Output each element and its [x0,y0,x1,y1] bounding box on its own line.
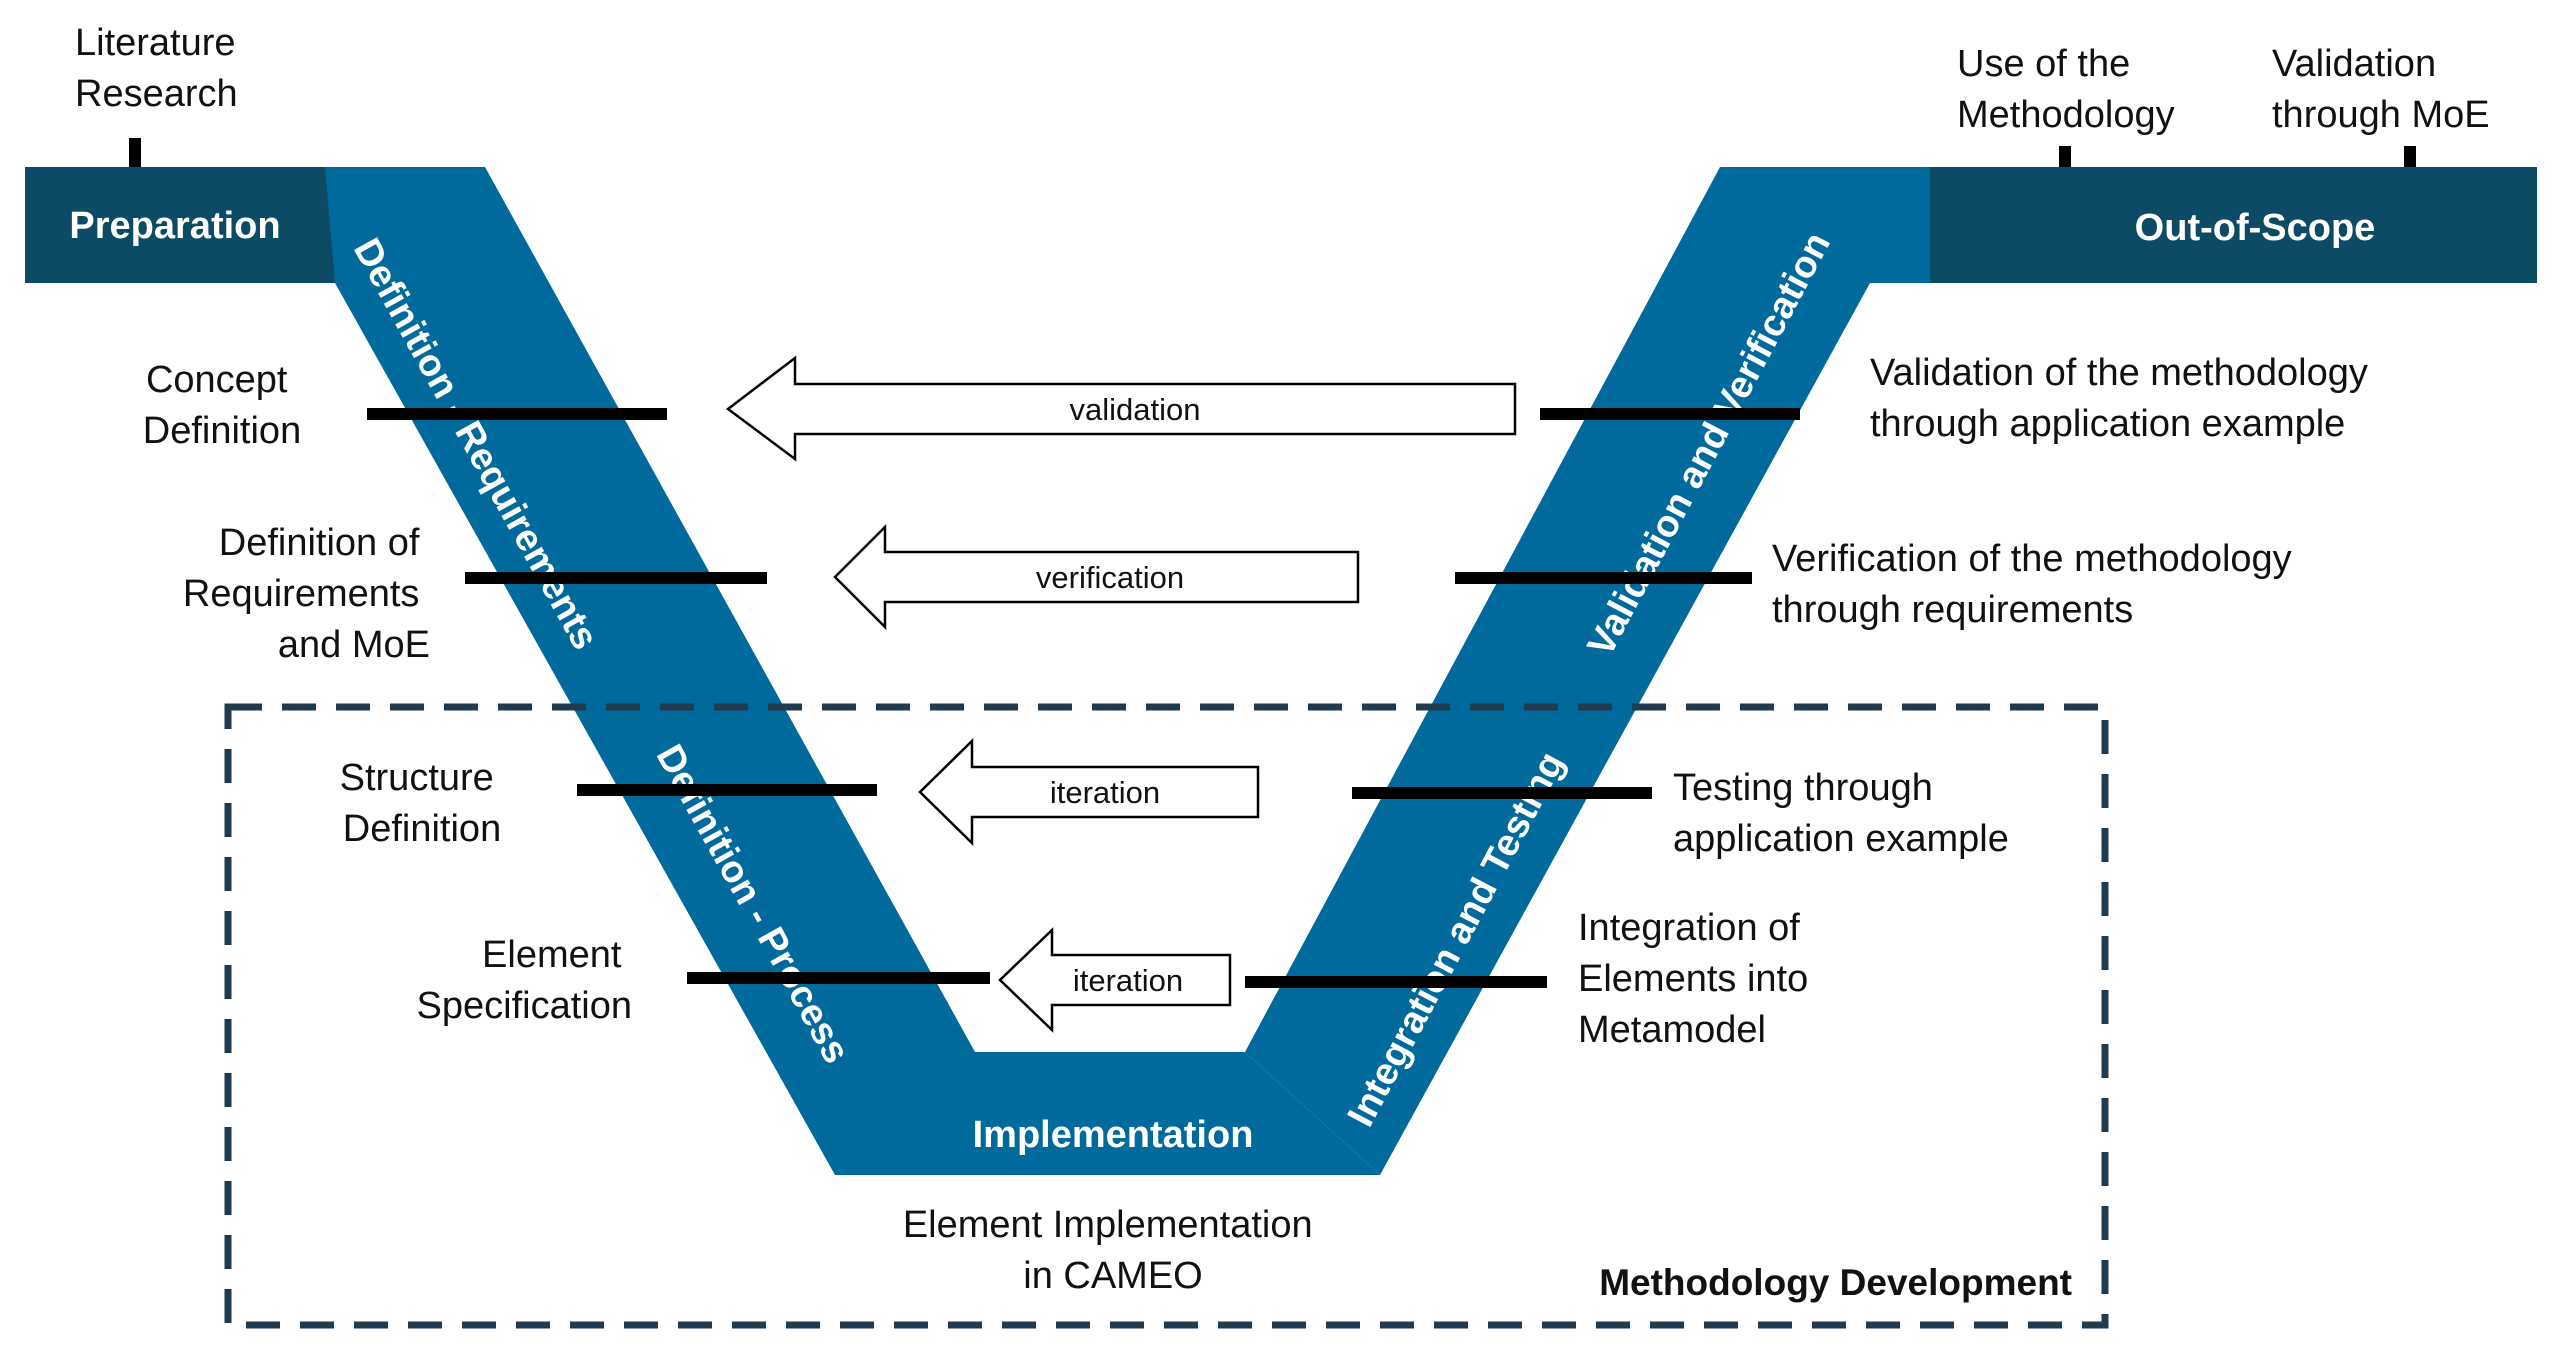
iteration-arrow-2 [998,927,1232,1033]
iteration-arrow-2-label: iteration [1073,963,1183,998]
preparation-label: Preparation [69,205,280,247]
integration-of-elements-label: Integration of Elements into Metamodel [1578,907,1819,1051]
preparation-bar [25,167,335,283]
validation-of-methodology-label: Validation of the methodology through ap… [1870,352,2378,445]
definition-of-requirements-label: Definition of Requirements and MoE [183,522,430,666]
validation-arrow-label: validation [1070,392,1201,427]
out-of-scope-label: Out-of-Scope [2135,207,2376,249]
iteration-arrow-1 [918,738,1260,846]
use-of-methodology-label: Use of the Methodology [1957,43,2175,136]
validation-arrow [725,355,1517,462]
structure-definition-label: Structure Definition [340,757,505,850]
implementation-label: Implementation [973,1114,1254,1156]
concept-definition-label: Concept Definition [143,359,301,452]
verification-arrow [833,523,1360,631]
iteration-arrow-1-label: iteration [1050,775,1160,810]
validation-through-moe-label: Validation through MoE [2272,43,2490,136]
testing-through-example-label: Testing through application example [1673,767,2009,860]
verification-arrow-label: verification [1036,560,1184,595]
element-implementation-label: Element Implementation in CAMEO [903,1204,1323,1297]
out-of-scope-bar [1930,167,2537,283]
literature-research-label: Literature Research [75,22,246,115]
methodology-development-frame [224,703,2109,1329]
element-specification-label: Element Specification [417,934,632,1027]
methodology-development-label: Methodology Development [1599,1262,2072,1303]
verification-of-methodology-label: Verification of the methodology through … [1772,538,2302,631]
